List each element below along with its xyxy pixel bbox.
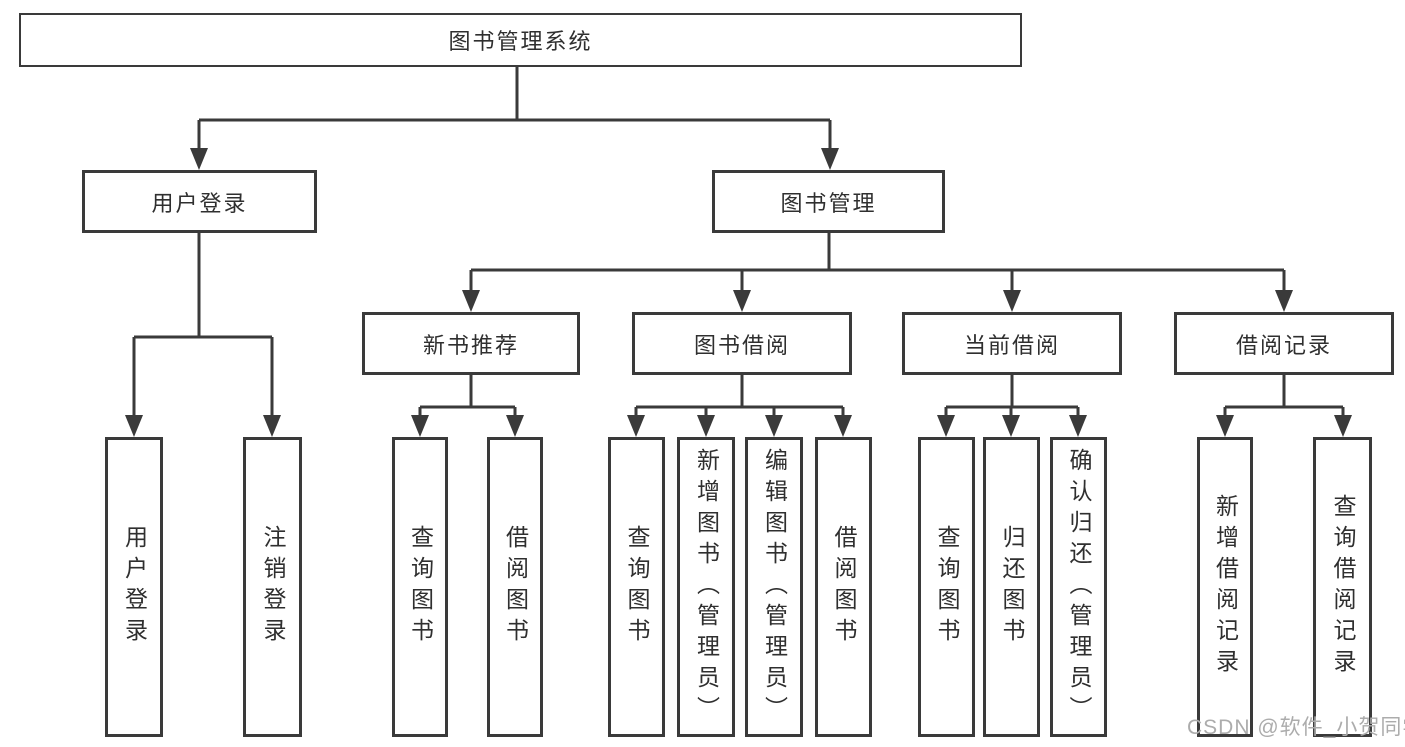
node-label: 查询借阅记录 <box>1330 494 1356 680</box>
leaf-current-query-books: 查询图书 <box>918 437 975 737</box>
leaf-records-query-borrow-record: 查询借阅记录 <box>1313 437 1372 737</box>
node-label: 新增借阅记录 <box>1212 494 1239 680</box>
leaf-newbook-query-books: 查询图书 <box>392 437 448 737</box>
node-label: 图书管理 <box>780 190 877 216</box>
node-label: 图书管理系统 <box>448 29 593 54</box>
node-label: 借阅记录 <box>1235 332 1332 358</box>
node-current-borrowing: 当前借阅 <box>902 312 1122 375</box>
node-label: 查询图书 <box>934 525 960 649</box>
leaf-borrow-edit-books-admin: 编辑图书（管理员） <box>745 437 803 737</box>
node-label: 当前借阅 <box>963 332 1060 358</box>
leaf-borrow-query-books: 查询图书 <box>608 437 665 737</box>
leaf-records-add-borrow-record: 新增借阅记录 <box>1197 437 1253 737</box>
node-label: 新增图书（管理员） <box>693 447 720 727</box>
node-label: 归还图书 <box>999 525 1025 649</box>
node-label: 编辑图书（管理员） <box>761 447 788 727</box>
node-book-management: 图书管理 <box>712 170 945 233</box>
connector-paths <box>132 67 1345 417</box>
node-label: 用户登录 <box>121 525 148 649</box>
node-new-book-recommendation: 新书推荐 <box>362 312 580 375</box>
leaf-newbook-borrow-books: 借阅图书 <box>487 437 543 737</box>
leaf-current-return-books: 归还图书 <box>983 437 1040 737</box>
node-book-borrowing: 图书借阅 <box>632 312 852 375</box>
node-label: 借阅图书 <box>831 525 857 649</box>
node-label: 图书借阅 <box>693 332 790 358</box>
node-root: 图书管理系统 <box>19 13 1022 67</box>
node-label: 查询图书 <box>407 525 434 649</box>
arrowhead-icons <box>125 148 1352 437</box>
leaf-borrow-borrow-books: 借阅图书 <box>815 437 872 737</box>
node-label: 用户登录 <box>151 190 248 216</box>
node-borrowing-records: 借阅记录 <box>1174 312 1394 375</box>
node-user-login: 用户登录 <box>82 170 317 233</box>
node-label: 新书推荐 <box>422 332 519 358</box>
node-label: 确认归还（管理员） <box>1066 447 1092 727</box>
node-label: 查询图书 <box>624 525 650 649</box>
leaf-borrow-add-books-admin: 新增图书（管理员） <box>677 437 735 737</box>
watermark: CSDN @软件_小贺同学 <box>1187 716 1405 739</box>
node-label: 借阅图书 <box>502 525 529 649</box>
leaf-logout: 注销登录 <box>243 437 302 737</box>
leaf-user-login: 用户登录 <box>105 437 163 737</box>
node-label: 注销登录 <box>260 525 286 649</box>
leaf-current-confirm-return-admin: 确认归还（管理员） <box>1050 437 1107 737</box>
